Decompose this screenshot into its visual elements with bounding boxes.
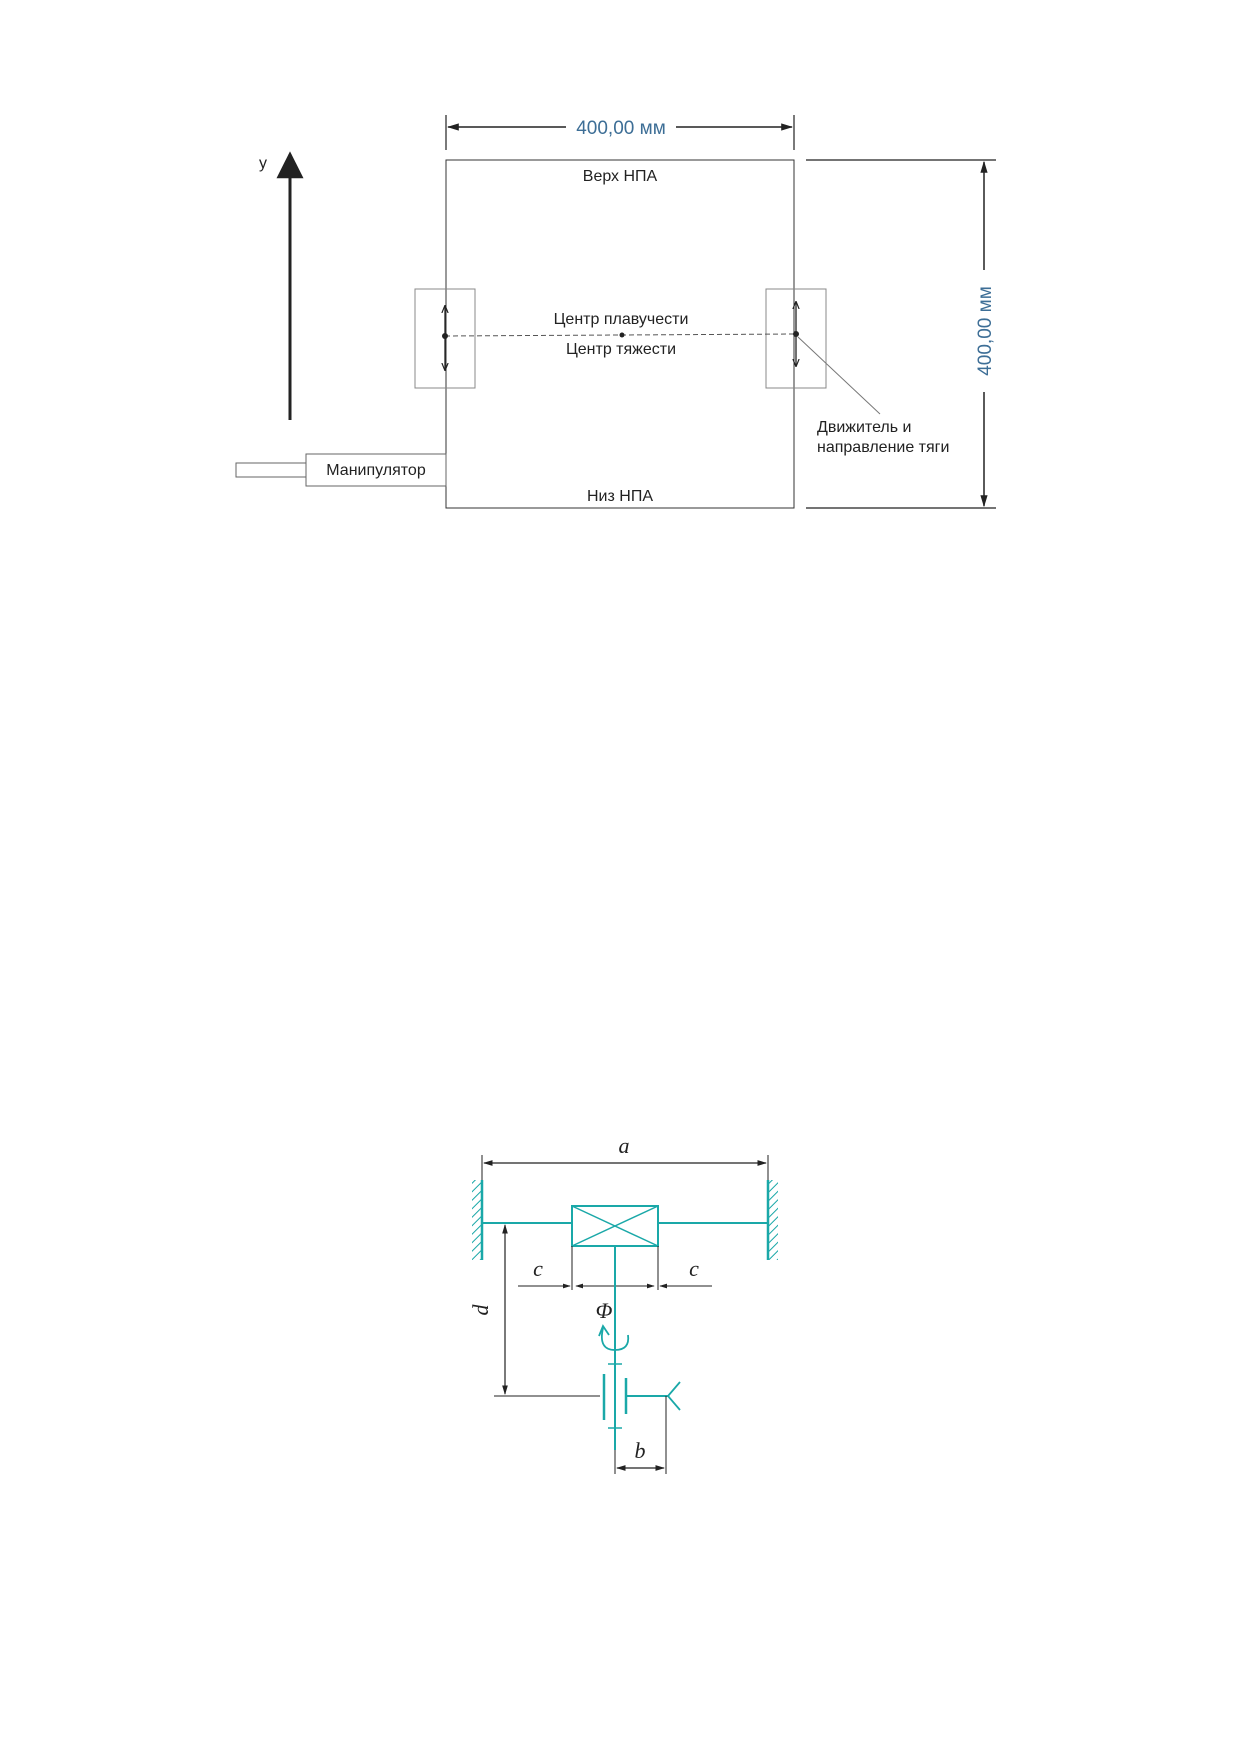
- label-a: a: [619, 1133, 630, 1158]
- label-d: d: [468, 1304, 493, 1316]
- thruster-label-line2: направление тяги: [817, 439, 949, 456]
- wall-hatch-right: [768, 1180, 778, 1260]
- manipulator-rod: [235, 462, 307, 478]
- thruster-left: [414, 288, 476, 389]
- label-c-left: c: [533, 1256, 543, 1281]
- label-phi: Φ: [596, 1298, 613, 1323]
- top-label: Верх НПА: [583, 168, 658, 185]
- bottom-label: Низ НПА: [587, 488, 653, 505]
- figure-vehicle-layout: y 400,00 мм Верх НПА Низ НПА 400,00 мм Ц…: [235, 115, 996, 509]
- rotation-arrow: [600, 1327, 630, 1351]
- thruster-right: [765, 288, 827, 389]
- width-dim-label: 400,00 мм: [576, 118, 666, 139]
- thruster-label-line1: Движитель и: [817, 419, 911, 436]
- manipulator-box: [305, 453, 447, 487]
- output-fork: [666, 1381, 681, 1411]
- height-dim-label: 400,00 мм: [975, 286, 996, 376]
- center-dashed-line: [444, 333, 797, 337]
- rotation-arrow-head: [598, 1324, 610, 1337]
- figure-kinematic-scheme: a c c d Φ: [468, 1133, 778, 1474]
- thruster-leader-line: [797, 336, 881, 415]
- center-point: [619, 332, 625, 338]
- label-b: b: [635, 1438, 646, 1463]
- gravity-center-label: Центр тяжести: [566, 341, 676, 358]
- wall-hatch-left: [472, 1180, 482, 1260]
- label-c-right: c: [689, 1256, 699, 1281]
- y-axis-label: y: [259, 155, 267, 172]
- gear-box-cross-2: [571, 1205, 659, 1247]
- right-thruster-point: [793, 331, 799, 337]
- buoyancy-center-label: Центр плавучести: [554, 311, 689, 328]
- left-thruster-point: [442, 333, 448, 339]
- manipulator-label: Манипулятор: [326, 462, 426, 479]
